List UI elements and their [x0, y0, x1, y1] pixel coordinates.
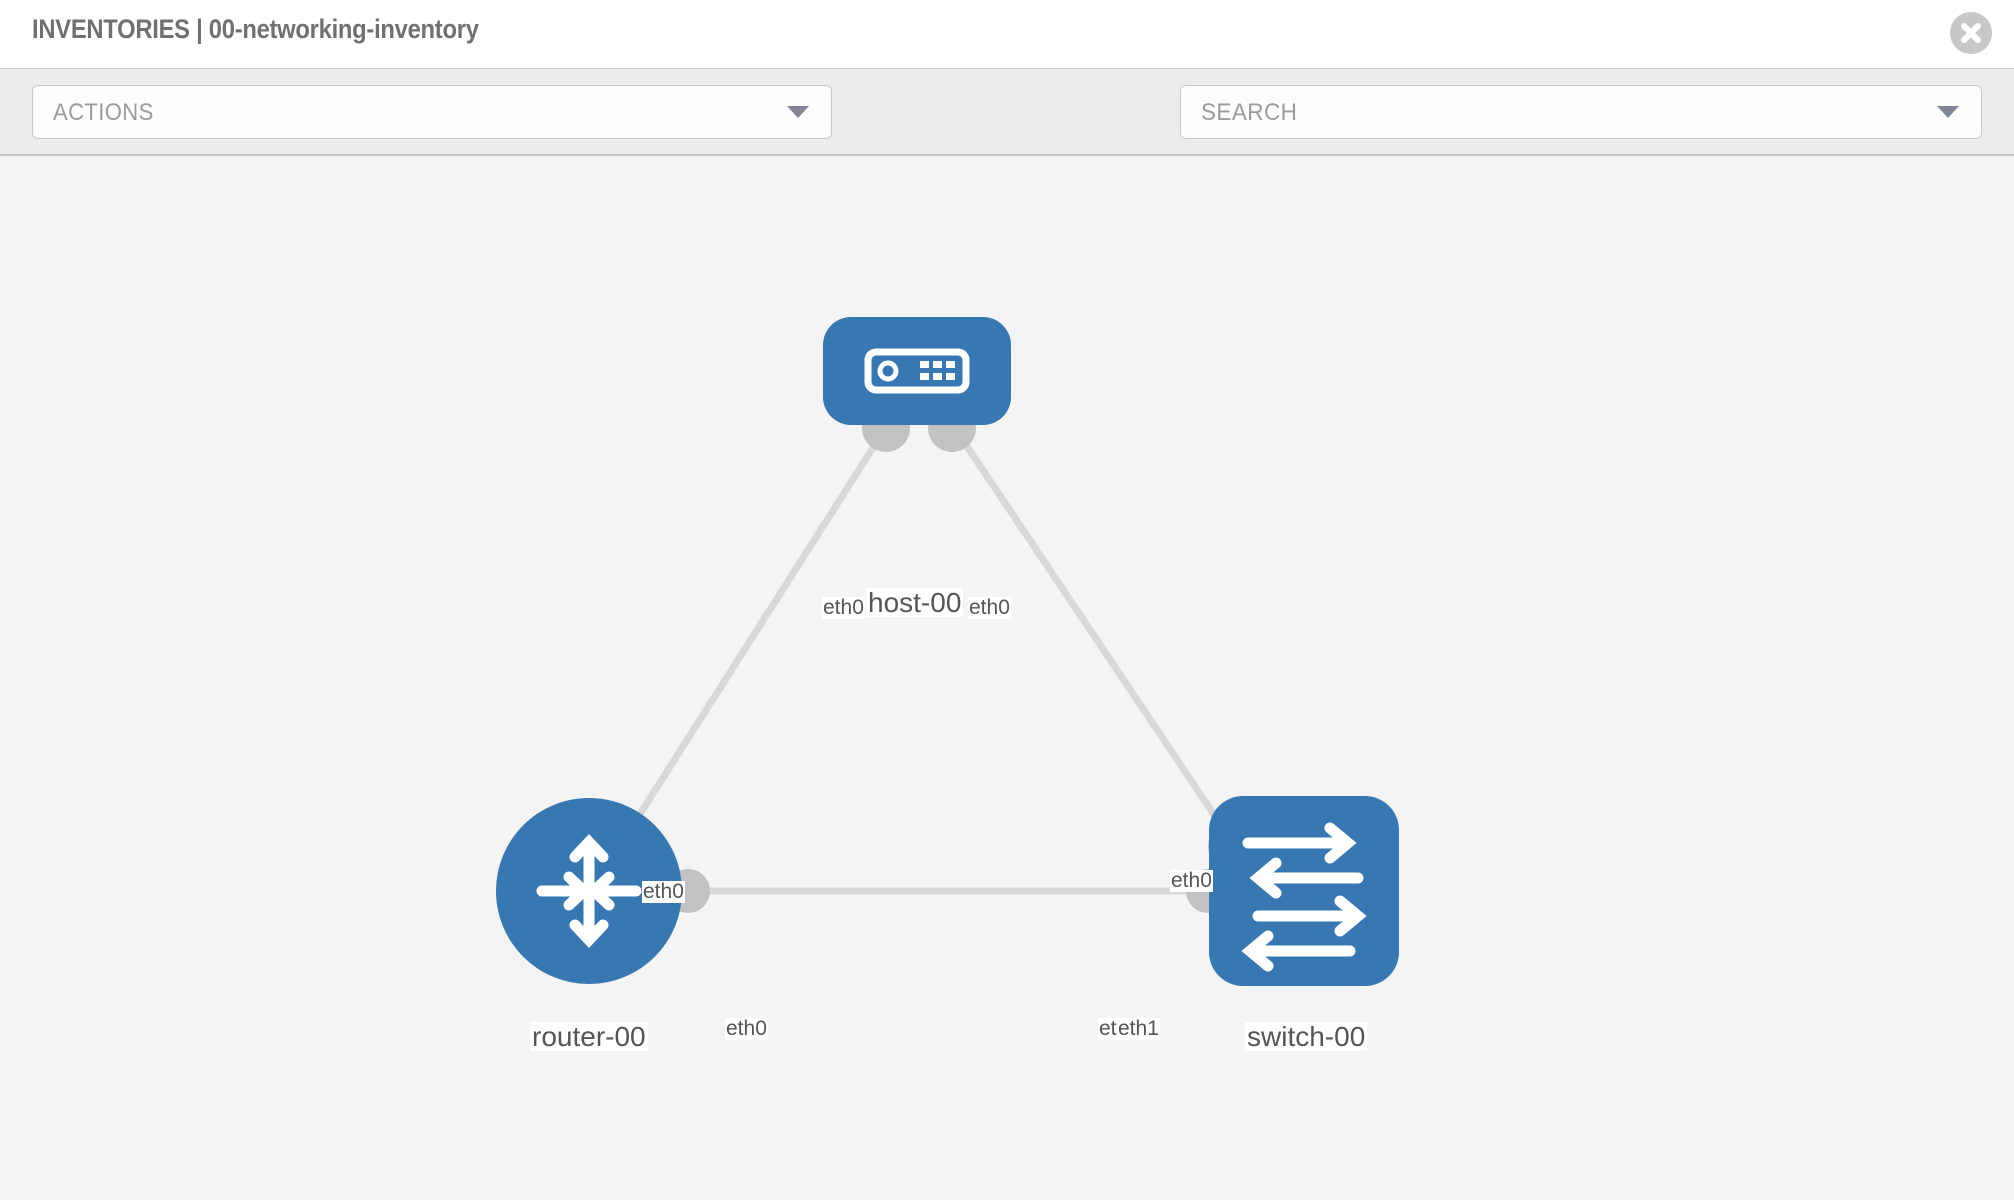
search-chevron-down-icon[interactable] [1937, 106, 1959, 118]
router-icon [536, 833, 642, 949]
actions-dropdown-label: ACTIONS [53, 99, 154, 126]
link-group [607, 419, 1238, 895]
node-host-00[interactable] [823, 317, 1011, 425]
close-circle-icon [1950, 12, 1992, 54]
host-icon [864, 348, 970, 394]
node-switch-00[interactable] [1209, 796, 1399, 986]
iface-label: eth0 [725, 1017, 768, 1041]
iface-label: eth0 [968, 596, 1011, 620]
node-label-host-00: host-00 [866, 587, 964, 618]
iface-label: eth0 [1170, 869, 1213, 893]
iface-label: eth1 [1117, 1017, 1160, 1041]
node-label-switch-00: switch-00 [1245, 1021, 1368, 1052]
close-button[interactable] [1950, 12, 1992, 54]
topology-graph [496, 317, 1399, 986]
actions-dropdown[interactable]: ACTIONS [32, 85, 832, 139]
topology-canvas[interactable]: eth0 host-00 eth0 eth0 eth0 eth0 eth0 et… [0, 156, 2014, 1200]
chevron-down-icon [787, 106, 809, 118]
connector-group [666, 404, 1256, 913]
search-input[interactable]: SEARCH [1180, 85, 1982, 139]
link-host00-router00[interactable] [607, 419, 893, 863]
toolbar: ACTIONS SEARCH [0, 68, 2014, 198]
search-placeholder: SEARCH [1201, 99, 1298, 126]
node-label-router-00: router-00 [530, 1021, 648, 1052]
iface-label: eth0 [642, 880, 685, 904]
page-title: INVENTORIES | 00-networking-inventory [32, 14, 479, 44]
page-header: INVENTORIES | 00-networking-inventory [0, 0, 2014, 68]
iface-label: eth0 [822, 596, 865, 620]
switch-icon [1241, 822, 1367, 972]
node-router-00[interactable] [496, 798, 682, 984]
link-host00-switch00[interactable] [947, 419, 1238, 848]
